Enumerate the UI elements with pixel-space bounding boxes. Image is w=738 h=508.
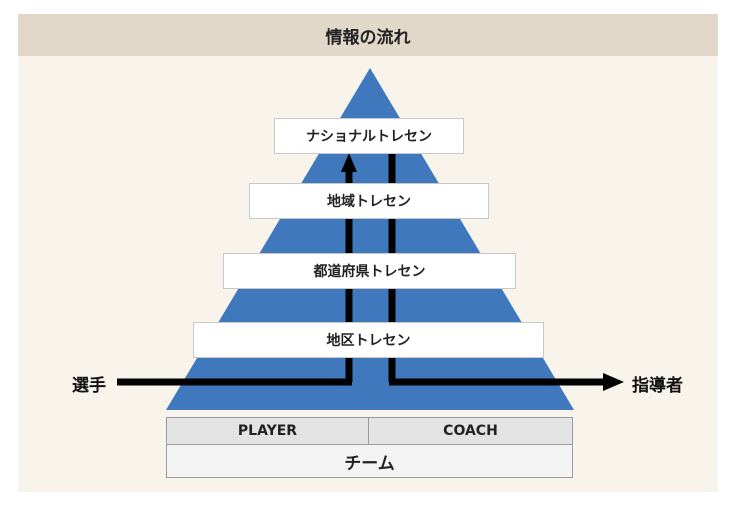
level-regional-label: 地域トレセン <box>327 194 411 210</box>
diagram-title: 情報の流れ <box>18 14 718 56</box>
coach-side-label: 指導者 <box>632 376 683 396</box>
player-flow-arrowhead <box>341 153 357 172</box>
level-district-label: 地区トレセン <box>326 333 411 349</box>
team-cell: チーム <box>166 444 573 478</box>
coach-cell-label: COACH <box>443 423 498 439</box>
level-national-label: ナショナルトレセン <box>306 129 432 145</box>
level-regional: 地域トレセン <box>249 183 489 219</box>
level-prefectural-label: 都道府県トレセン <box>313 264 426 280</box>
level-national: ナショナルトレセン <box>274 118 464 154</box>
level-prefectural: 都道府県トレセン <box>223 253 516 289</box>
level-district: 地区トレセン <box>193 322 544 358</box>
player-side-label: 選手 <box>72 376 106 396</box>
player-cell-label: PLAYER <box>237 423 298 439</box>
team-cell-label: チーム <box>344 453 395 474</box>
coach-flow-arrowhead <box>603 373 624 391</box>
coach-cell: COACH <box>368 417 573 445</box>
player-cell: PLAYER <box>166 417 369 445</box>
